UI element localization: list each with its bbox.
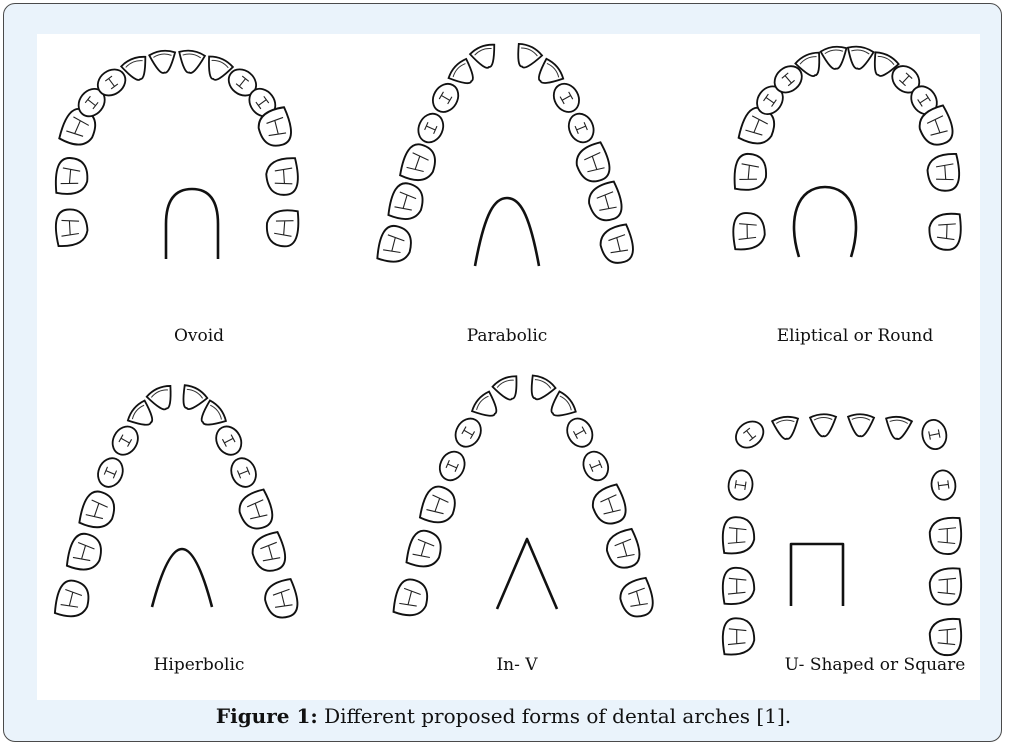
- arch-drawing-u-shaped: [37, 34, 980, 700]
- tooth: [810, 414, 837, 437]
- tooth: [884, 416, 912, 441]
- arch-form-symbol: [791, 544, 843, 606]
- tooth: [847, 414, 874, 437]
- tooth: [930, 619, 961, 655]
- tooth: [731, 416, 769, 453]
- arch-label-u-shaped: U- Shaped or Square: [785, 655, 966, 675]
- tooth: [930, 568, 961, 604]
- tooth: [723, 618, 754, 654]
- tooth: [920, 418, 949, 452]
- tooth: [930, 469, 957, 501]
- caption-text: Different proposed forms of dental arche…: [318, 704, 791, 728]
- tooth: [930, 518, 961, 554]
- tooth: [772, 416, 800, 441]
- tooth: [723, 517, 755, 554]
- tooth: [727, 469, 755, 502]
- caption-label: Figure 1:: [216, 704, 318, 728]
- tooth: [723, 568, 754, 604]
- figure-caption: Figure 1: Different proposed forms of de…: [4, 704, 1003, 728]
